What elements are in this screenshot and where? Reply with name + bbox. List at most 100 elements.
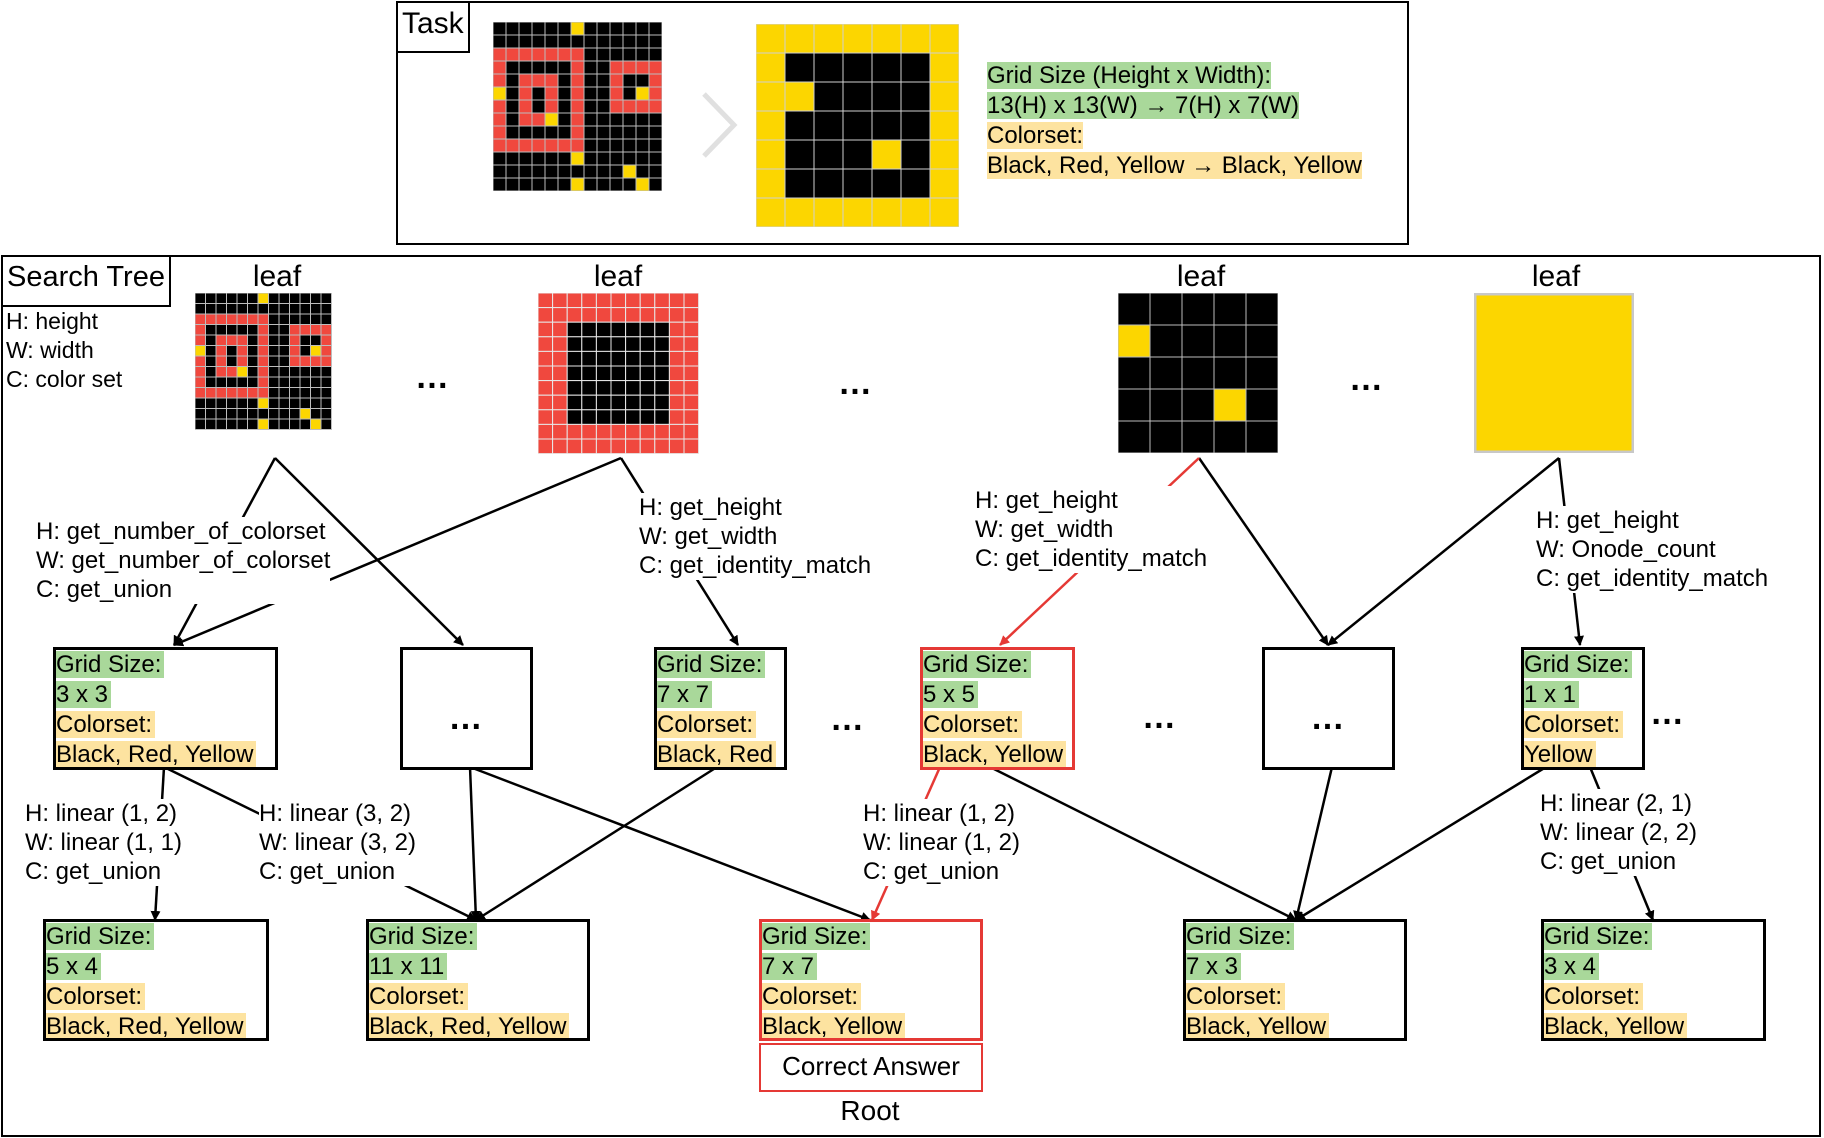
edge-node-g-to-b4 <box>1295 765 1547 922</box>
edge-label-leaf4-w: W: Onode_count <box>1536 536 1716 563</box>
task-output-grid <box>756 24 959 227</box>
edge-label-a-b1-h: H: linear (1, 2) <box>25 800 178 827</box>
leaf-grid-3 <box>1118 293 1278 453</box>
bottom-node-1: Grid Size: 5 x 4 Colorset: Black, Red, Y… <box>43 919 269 1041</box>
node-colorset-label: Colorset: <box>657 711 757 738</box>
edge-label-a-b2: H: linear (3, 2) W: linear (3, 2) C: get… <box>259 799 416 886</box>
node-colorset-value: Black, Red, Yellow <box>369 1013 570 1038</box>
edge-label-e-b3-h: H: linear (1, 2) <box>863 800 1016 827</box>
leaf-ellipsis-3: … <box>1349 360 1385 398</box>
edge-label-leaf1-c: C: get_union <box>36 576 173 603</box>
edge-label-e-b3-w: W: linear (1, 2) <box>863 829 1020 856</box>
node-colorset-value: Yellow <box>1524 741 1596 767</box>
legend-width: W: width <box>6 337 94 363</box>
edge-label-a-b1-w: W: linear (1, 1) <box>25 829 182 856</box>
edge-label-leaf1-h: H: get_number_of_colorset <box>36 518 326 545</box>
node-grid-label: Grid Size: <box>369 923 478 950</box>
edge-leaf2-to-node-a <box>173 456 622 647</box>
leaf-label-2: leaf <box>593 260 643 293</box>
edge-label-e-b3-c: C: get_union <box>863 858 1000 885</box>
node-grid-value: 5 x 5 <box>923 681 979 708</box>
edge-label-g-b5-c: C: get_union <box>1540 848 1677 875</box>
node-grid-label: Grid Size: <box>1186 923 1295 950</box>
node-grid-label: Grid Size: <box>1524 651 1633 678</box>
task-colorset-label: Colorset: <box>987 122 1084 149</box>
edge-label-g-b5-w: W: linear (2, 2) <box>1540 819 1697 846</box>
edge-label-leaf1-w: W: get_number_of_colorset <box>36 547 331 574</box>
leaf-ellipsis-1: … <box>415 358 451 396</box>
middle-ellipsis-2: … <box>1142 698 1178 736</box>
edge-label-g-b5-h: H: linear (2, 1) <box>1540 790 1693 817</box>
node-grid-value: 1 x 1 <box>1524 681 1580 708</box>
edge-label-e-b3: H: linear (1, 2) W: linear (1, 2) C: get… <box>863 799 1020 886</box>
edge-node-b-to-b3 <box>469 765 871 922</box>
node-grid-value: 3 x 4 <box>1544 953 1600 980</box>
edge-label-leaf2-w: W: get_width <box>639 523 778 550</box>
node-grid-label: Grid Size: <box>56 651 165 678</box>
node-ellipsis: … <box>448 699 485 738</box>
node-ellipsis: … <box>1310 699 1347 738</box>
edge-label-leaf3-c: C: get_identity_match <box>975 545 1208 572</box>
middle-node-ellipsis-2: … <box>1262 647 1395 770</box>
edge-label-leaf3: H: get_height W: get_width C: get_identi… <box>975 486 1208 573</box>
node-colorset-value: Black, Red, Yellow <box>46 1013 247 1038</box>
legend-height: H: height <box>6 308 99 334</box>
node-grid-value: 5 x 4 <box>46 953 102 980</box>
task-grid-size-label: Grid Size (Height x Width): <box>987 62 1272 89</box>
bottom-node-5: Grid Size: 3 x 4 Colorset: Black, Yellow <box>1541 919 1766 1041</box>
node-colorset-label: Colorset: <box>56 711 156 738</box>
search-tree-tag: Search Tree <box>1 255 171 307</box>
edge-leaf3-to-node-f <box>1197 457 1330 646</box>
node-grid-value: 7 x 7 <box>657 681 713 708</box>
leaf-label-4: leaf <box>1531 260 1581 293</box>
node-grid-label: Grid Size: <box>923 651 1032 678</box>
edge-label-leaf4-h: H: get_height <box>1536 507 1679 534</box>
legend: H: height W: width C: color set <box>6 307 122 394</box>
edge-label-leaf2-h: H: get_height <box>639 494 782 521</box>
node-grid-value: 7 x 3 <box>1186 953 1242 980</box>
task-input-grid <box>493 22 662 191</box>
node-colorset-value: Black, Yellow <box>1186 1013 1330 1038</box>
root-label: Root <box>840 1095 900 1126</box>
middle-node-4: Grid Size: 1 x 1 Colorset: Yellow <box>1521 647 1645 770</box>
node-colorset-label: Colorset: <box>46 983 146 1010</box>
middle-ellipsis-1: … <box>830 700 866 738</box>
node-colorset-label: Colorset: <box>1544 983 1644 1010</box>
edge-label-a-b1-c: C: get_union <box>25 858 162 885</box>
node-colorset-value: Black, Yellow <box>923 741 1067 767</box>
bottom-node-4: Grid Size: 7 x 3 Colorset: Black, Yellow <box>1183 919 1407 1041</box>
edge-label-g-b5: H: linear (2, 1) W: linear (2, 2) C: get… <box>1540 789 1697 876</box>
edge-label-leaf3-h: H: get_height <box>975 487 1118 514</box>
edge-label-leaf4-c: C: get_identity_match <box>1536 565 1769 592</box>
node-grid-label: Grid Size: <box>1544 923 1653 950</box>
node-grid-label: Grid Size: <box>762 923 871 950</box>
middle-node-1: Grid Size: 3 x 3 Colorset: Black, Red, Y… <box>53 647 278 770</box>
edge-label-leaf2-c: C: get_identity_match <box>639 552 872 579</box>
node-grid-label: Grid Size: <box>46 923 155 950</box>
node-colorset-label: Colorset: <box>762 983 862 1010</box>
edge-label-a-b2-h: H: linear (3, 2) <box>259 800 412 827</box>
edge-label-leaf4: H: get_height W: Onode_count C: get_iden… <box>1536 506 1769 593</box>
edge-label-leaf1: H: get_number_of_colorset W: get_number_… <box>36 517 331 604</box>
bottom-node-3: Grid Size: 7 x 7 Colorset: Black, Yellow <box>759 919 983 1041</box>
edge-label-a-b2-c: C: get_union <box>259 858 396 885</box>
chevron-right-icon <box>700 90 740 165</box>
middle-node-3: Grid Size: 5 x 5 Colorset: Black, Yellow <box>920 647 1075 770</box>
task-info: Grid Size (Height x Width): 13(H) x 13(W… <box>987 62 1362 179</box>
edge-leaf1-to-node-b <box>274 457 464 646</box>
edge-label-leaf2: H: get_height W: get_width C: get_identi… <box>639 493 872 580</box>
node-grid-value: 11 x 11 <box>369 953 448 980</box>
leaf-label-1: leaf <box>252 260 302 293</box>
node-colorset-label: Colorset: <box>923 711 1023 738</box>
task-tag: Task <box>396 1 470 53</box>
node-grid-label: Grid Size: <box>657 651 766 678</box>
task-grid-size-value: 13(H) x 13(W) → 7(H) x 7(W) <box>987 92 1299 119</box>
edge-node-f-to-b4 <box>1293 766 1334 921</box>
node-colorset-value: Black, Red, Yellow <box>56 741 257 767</box>
node-colorset-label: Colorset: <box>1186 983 1286 1010</box>
edge-label-a-b1: H: linear (1, 2) W: linear (1, 1) C: get… <box>25 799 182 886</box>
leaf-grid-4 <box>1474 293 1634 453</box>
legend-colorset: C: color set <box>6 366 123 392</box>
edge-leaf4-to-node-f <box>1327 457 1560 646</box>
leaf-label-3: leaf <box>1176 260 1226 293</box>
